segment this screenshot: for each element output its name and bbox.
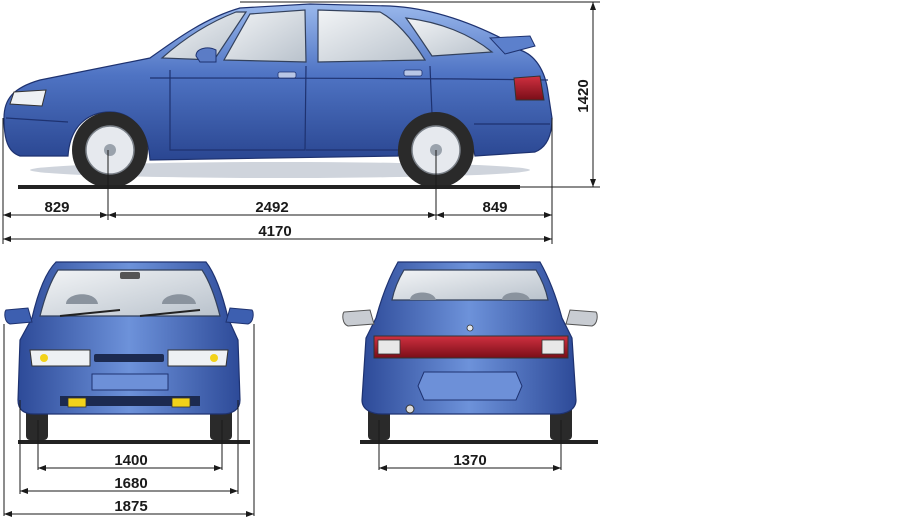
front-right-fog-light [171, 397, 191, 408]
front-lower-intake [60, 396, 200, 406]
front-right-mirror [225, 307, 254, 325]
front-left-fog-light [67, 397, 87, 408]
front-windshield [39, 269, 221, 317]
rear-plate-recess [417, 371, 523, 401]
rear-tail-light-bar [373, 335, 569, 359]
rear-headrest-right [502, 292, 530, 300]
front-door-line [169, 65, 307, 151]
belt-line [149, 77, 549, 81]
rear-left-reverse-light [377, 339, 401, 355]
front-dimensions: 1400 1680 1875 [3, 324, 255, 517]
side-tail-light [513, 75, 545, 101]
front-left-mirror [4, 307, 33, 325]
dim-front-overhang: 829 [44, 199, 69, 216]
arrow [38, 465, 46, 471]
arrow [544, 212, 552, 218]
rear-right-mirror [565, 309, 598, 327]
side-headlight [9, 89, 47, 107]
arrow [544, 236, 552, 242]
rear-dimensions: 1370 [378, 420, 562, 471]
rear-view [342, 261, 598, 444]
front-left-headlight [29, 349, 91, 367]
rear-left-mirror [342, 309, 375, 327]
dim-rear-track: 1370 [453, 452, 486, 469]
front-door-handle [277, 71, 297, 79]
front-grille [94, 354, 164, 362]
side-dimensions: 829 2492 849 4170 1420 [2, 1, 600, 244]
right-indicator [210, 354, 218, 362]
front-view [4, 261, 254, 444]
arrow [428, 212, 436, 218]
arrow [3, 236, 11, 242]
side-mirror [195, 47, 217, 63]
left-indicator [40, 354, 48, 362]
front-plate-area [91, 373, 169, 391]
side-rear-window [317, 9, 427, 63]
arrow [214, 465, 222, 471]
dim-body-width: 1680 [114, 475, 147, 492]
front-seat-right [162, 294, 196, 304]
dim-front-track: 1400 [114, 452, 147, 469]
arrow [20, 488, 28, 494]
rear-view-mirror [120, 272, 140, 279]
arrow [108, 212, 116, 218]
arrow [379, 465, 387, 471]
dim-overall-length: 4170 [258, 223, 291, 240]
side-quarter-window [404, 17, 494, 57]
dim-height: 1420 [575, 79, 592, 112]
arrow [3, 212, 11, 218]
arrow [230, 488, 238, 494]
side-view [3, 3, 553, 189]
rear-right-reverse-light [541, 339, 565, 355]
rear-spoiler [488, 35, 536, 55]
wipers [59, 309, 201, 317]
arrow [246, 511, 254, 517]
dim-wheelbase: 2492 [255, 199, 288, 216]
arrow [436, 212, 444, 218]
dim-rear-overhang: 849 [482, 199, 507, 216]
exhaust-pipe [405, 404, 415, 414]
rear-emblem [466, 324, 474, 332]
dim-width-with-mirrors: 1875 [114, 498, 147, 515]
front-right-headlight [167, 349, 229, 367]
arrow [4, 511, 12, 517]
rear-door-handle [403, 69, 423, 77]
arrow [590, 179, 596, 187]
front-seat-left [66, 294, 98, 304]
arrow [553, 465, 561, 471]
arrow [100, 212, 108, 218]
rear-window [391, 269, 549, 301]
arrow [590, 2, 596, 10]
rear-headrest-left [410, 292, 436, 300]
front-bumper-line [5, 117, 69, 123]
side-front-window [222, 9, 307, 63]
side-front-wheel [72, 112, 148, 188]
side-windshield [160, 11, 248, 61]
